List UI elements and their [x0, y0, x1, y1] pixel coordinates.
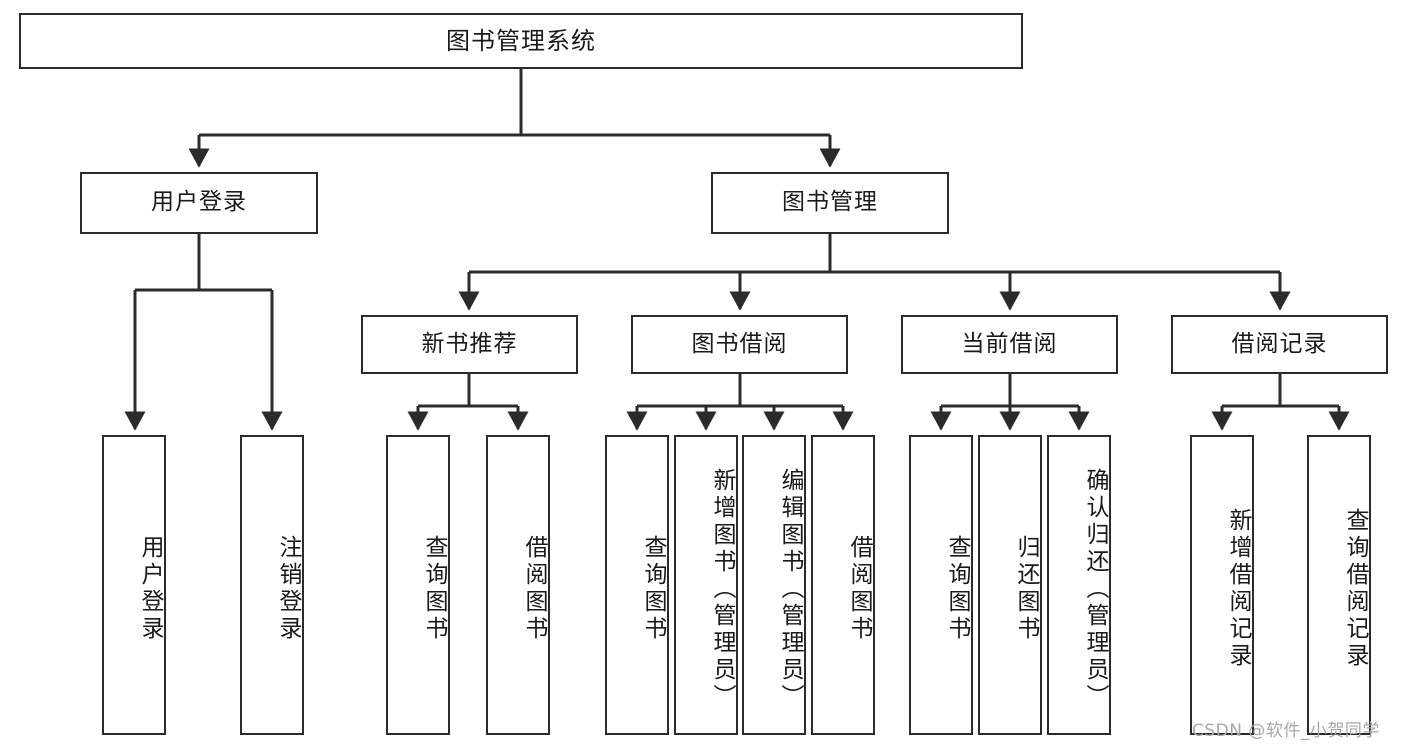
node-leaf-edit-book-admin[interactable]: 编辑图书（管理员） [742, 435, 806, 735]
node-label: 借阅图书 [846, 535, 872, 643]
node-label: 查询图书 [421, 535, 447, 643]
node-label: 图书借阅 [691, 330, 788, 357]
node-label: 借阅图书 [521, 535, 547, 643]
node-leaf-confirm-return-admin[interactable]: 确认归还（管理员） [1047, 435, 1111, 735]
node-leaf-user-login[interactable]: 用户登录 [102, 435, 166, 735]
node-label: 用户登录 [151, 189, 247, 216]
node-label: 注销登录 [275, 535, 301, 643]
node-label: 确认归还（管理员） [1082, 467, 1108, 711]
node-label: 查询图书 [640, 535, 666, 643]
node-user-login[interactable]: 用户登录 [80, 172, 318, 234]
node-label: 查询图书 [944, 535, 970, 643]
node-label: 用户登录 [137, 535, 163, 643]
node-leaf-return-book[interactable]: 归还图书 [978, 435, 1042, 735]
node-label: 借阅记录 [1231, 330, 1328, 357]
node-label: 新增图书（管理员） [709, 467, 735, 711]
node-leaf-add-borrow-record[interactable]: 新增借阅记录 [1190, 435, 1254, 735]
node-leaf-borrow-book[interactable]: 借阅图书 [811, 435, 875, 735]
node-label: 图书管理 [782, 189, 878, 216]
node-label: 查询借阅记录 [1342, 508, 1368, 670]
node-label: 当前借阅 [961, 330, 1058, 357]
node-leaf-query-borrow-record[interactable]: 查询借阅记录 [1307, 435, 1371, 735]
node-label: 图书管理系统 [446, 26, 596, 55]
node-new-book-recommend[interactable]: 新书推荐 [361, 315, 578, 374]
node-book-management[interactable]: 图书管理 [711, 172, 949, 234]
node-label: 新增借阅记录 [1225, 508, 1251, 670]
node-label: 归还图书 [1013, 535, 1039, 643]
node-leaf-borrow-book-recommend[interactable]: 借阅图书 [486, 435, 550, 735]
node-label: 新书推荐 [421, 330, 518, 357]
node-borrow-record[interactable]: 借阅记录 [1171, 315, 1388, 374]
node-leaf-query-book-recommend[interactable]: 查询图书 [386, 435, 450, 735]
node-leaf-query-book-borrow[interactable]: 查询图书 [605, 435, 669, 735]
node-leaf-logout[interactable]: 注销登录 [240, 435, 304, 735]
node-book-borrow[interactable]: 图书借阅 [631, 315, 848, 374]
watermark-csdn: CSDN @软件_小贺同学 [1192, 721, 1380, 741]
node-leaf-add-book-admin[interactable]: 新增图书（管理员） [674, 435, 738, 735]
node-current-borrow[interactable]: 当前借阅 [901, 315, 1118, 374]
node-root-library-system[interactable]: 图书管理系统 [19, 13, 1023, 69]
node-leaf-query-book-current[interactable]: 查询图书 [909, 435, 973, 735]
node-label: 编辑图书（管理员） [777, 467, 803, 711]
